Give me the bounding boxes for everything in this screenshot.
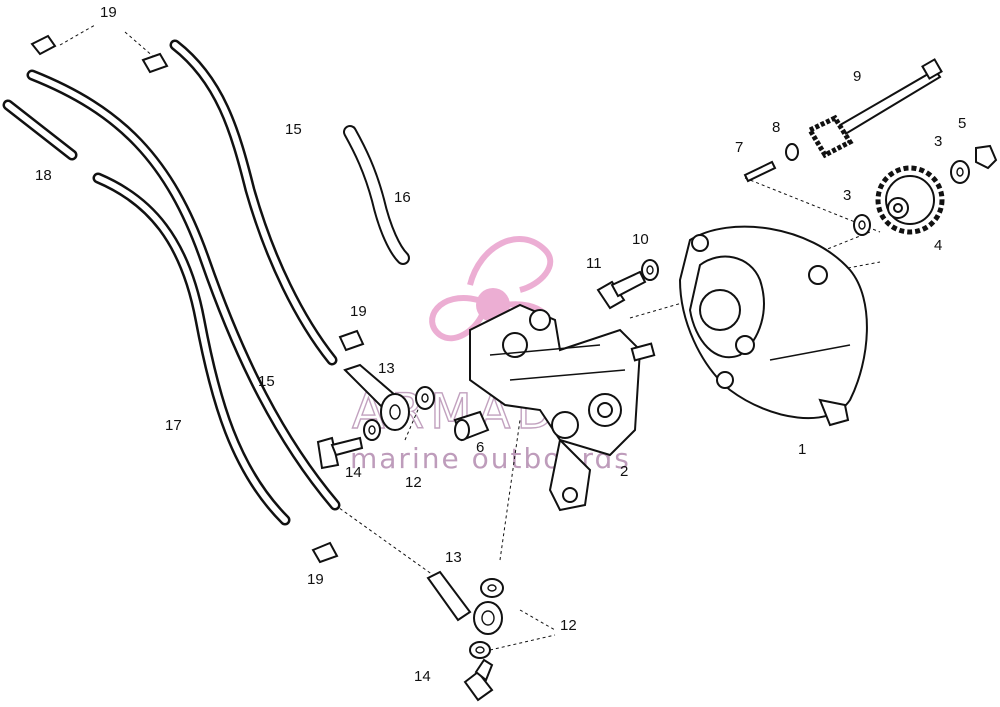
- callout-5: 5: [958, 115, 966, 132]
- small-washer: [785, 143, 799, 161]
- callout-15: 15: [258, 373, 275, 390]
- callout-2: 2: [620, 463, 628, 480]
- callout-8: 8: [772, 119, 780, 136]
- nut: [975, 144, 998, 170]
- hose-15-upper: [169, 39, 338, 366]
- callout-14: 14: [414, 668, 431, 685]
- bolt-11: [596, 270, 647, 310]
- washer-12: [469, 641, 491, 659]
- callout-labels: 1 2 3 3 4 5 6 7 8 9 10 11 12 12 13 13 14…: [35, 4, 966, 685]
- hose-clip: [338, 329, 365, 352]
- washer-12: [363, 419, 381, 441]
- oil-pump-body: [469, 303, 656, 512]
- callout-19: 19: [307, 571, 324, 588]
- callout-3: 3: [934, 133, 942, 150]
- bolt-6: [453, 410, 490, 442]
- callout-11: 11: [586, 255, 602, 272]
- callout-4: 4: [934, 237, 942, 254]
- drive-gear: [875, 165, 945, 235]
- callout-15: 15: [285, 121, 302, 138]
- callout-1: 1: [798, 441, 806, 458]
- banjo-bolt-lower: [463, 658, 494, 702]
- callout-3: 3: [843, 187, 851, 204]
- callout-12: 12: [405, 474, 422, 491]
- hose-18: [2, 99, 78, 161]
- hose-17: [92, 172, 291, 526]
- banjo-fitting-lower: [426, 570, 503, 635]
- hose-15-long: [26, 69, 341, 511]
- callout-10: 10: [632, 231, 649, 248]
- callout-9: 9: [853, 68, 861, 85]
- propeller-blade-top: [467, 236, 554, 293]
- callout-19: 19: [350, 303, 367, 320]
- roll-pin: [743, 160, 777, 183]
- callout-13: 13: [445, 549, 462, 566]
- callout-12: 12: [560, 617, 577, 634]
- callout-18: 18: [35, 167, 52, 184]
- callout-7: 7: [735, 139, 743, 156]
- callout-6: 6: [476, 439, 484, 456]
- pinion-gear: [806, 114, 854, 159]
- banjo-fitting-upper: [343, 363, 410, 431]
- pump-cover: [678, 225, 868, 427]
- callout-13: 13: [378, 360, 395, 377]
- washer-10: [641, 259, 659, 281]
- drive-shaft: [833, 58, 943, 138]
- hose-16: [343, 125, 410, 265]
- washer-12: [480, 578, 504, 598]
- callout-19: 19: [100, 4, 117, 21]
- hose-clip: [30, 34, 57, 56]
- callout-17: 17: [165, 417, 182, 434]
- banjo-bolt-upper: [316, 436, 364, 470]
- callout-14: 14: [345, 464, 362, 481]
- hose-clip: [311, 541, 339, 564]
- washer: [950, 160, 970, 184]
- washer: [853, 214, 871, 236]
- callout-16: 16: [394, 189, 411, 206]
- hose-clip: [141, 52, 169, 74]
- washer-12: [415, 386, 435, 410]
